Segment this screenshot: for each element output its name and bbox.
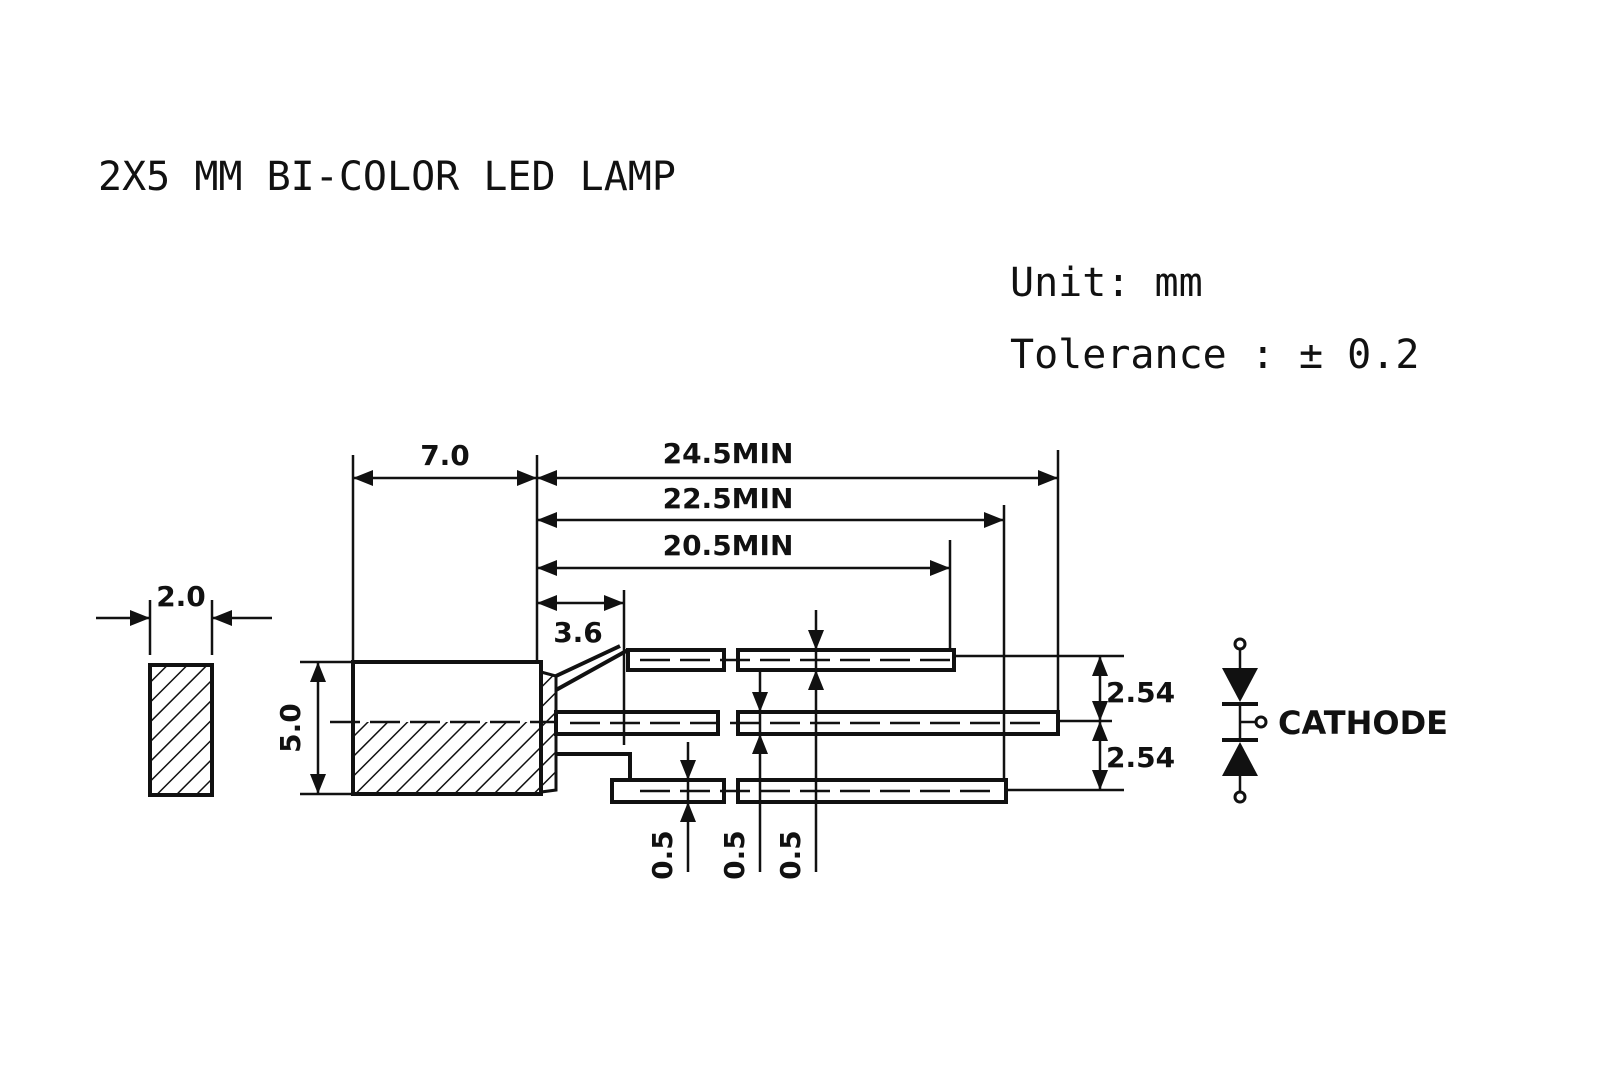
lead-width-dimension-1: 0.5 <box>646 830 679 880</box>
lamp-body <box>330 660 560 796</box>
drawing-title: 2X5 MM BI-COLOR LED LAMP <box>98 154 676 200</box>
pitch-dimensions: 2.54 2.54 <box>954 654 1175 792</box>
body-length-dimension: 7.0 <box>420 439 470 472</box>
lead-short-dimension: 20.5MIN <box>663 529 794 562</box>
side-view: 2.0 <box>96 580 272 797</box>
bicolor-diode-symbol <box>1222 637 1268 804</box>
lead-top <box>555 644 956 692</box>
bend-dimension: 3.6 <box>553 616 603 649</box>
lead-width-dimensions: 0.5 0.5 0.5 <box>646 610 824 880</box>
side-width-dimension: 2.0 <box>156 580 206 613</box>
body-height-dimension-group: 5.0 <box>274 660 353 796</box>
body-height-dimension: 5.0 <box>274 703 307 753</box>
length-dimensions: 7.0 24.5MIN 22.5MIN 20.5MIN 3.6 <box>351 437 1060 780</box>
lead-bottom <box>556 752 1008 804</box>
pitch-top-dimension: 2.54 <box>1106 676 1175 709</box>
pitch-bottom-dimension: 2.54 <box>1106 741 1175 774</box>
lead-middle <box>554 710 1060 736</box>
lead-long-dimension: 24.5MIN <box>663 437 794 470</box>
lead-width-dimension-3: 0.5 <box>774 830 807 880</box>
lead-mid-dimension: 22.5MIN <box>663 482 794 515</box>
cathode-label: CATHODE <box>1278 704 1448 742</box>
lead-width-dimension-2: 0.5 <box>718 830 751 880</box>
unit-note: Unit: mm <box>1010 260 1203 306</box>
tolerance-note: Tolerance : ± 0.2 <box>1010 332 1419 378</box>
